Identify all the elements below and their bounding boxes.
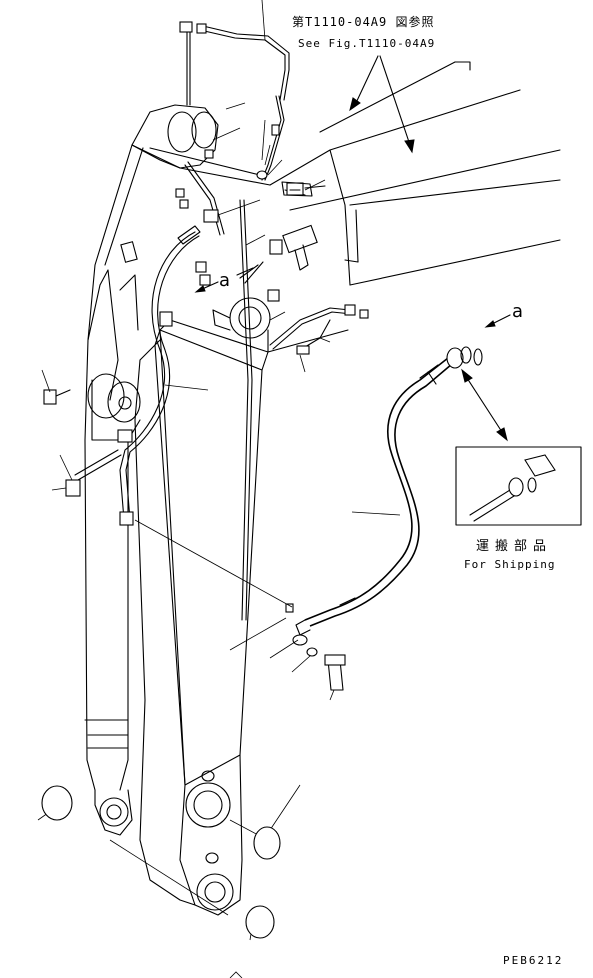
reference-arrows: [349, 55, 415, 154]
connection-arrows: [194, 281, 511, 328]
connection-mark-a-left: a: [219, 270, 231, 291]
flex-hose: [281, 181, 472, 691]
reference-label-english: See Fig.T1110-04A9: [298, 37, 436, 50]
leader-lines: [37, 0, 401, 941]
drawing-code: PEB6212: [503, 954, 564, 967]
reference-label-japanese: 第T1110-04A9 図参照: [292, 15, 435, 29]
boom-body: [84, 61, 561, 916]
shipping-label-japanese: 運搬部品: [476, 539, 553, 554]
connection-mark-a-right: a: [512, 301, 524, 322]
tube-lines: [117, 21, 369, 621]
left-parts: [43, 389, 122, 497]
foot-pin: [212, 289, 280, 339]
shipping-inset: [455, 348, 582, 526]
shipping-label-english: For Shipping: [464, 558, 556, 571]
seals: [41, 785, 281, 939]
fittings-cluster: [175, 149, 318, 286]
boom-cylinder: [84, 373, 141, 836]
